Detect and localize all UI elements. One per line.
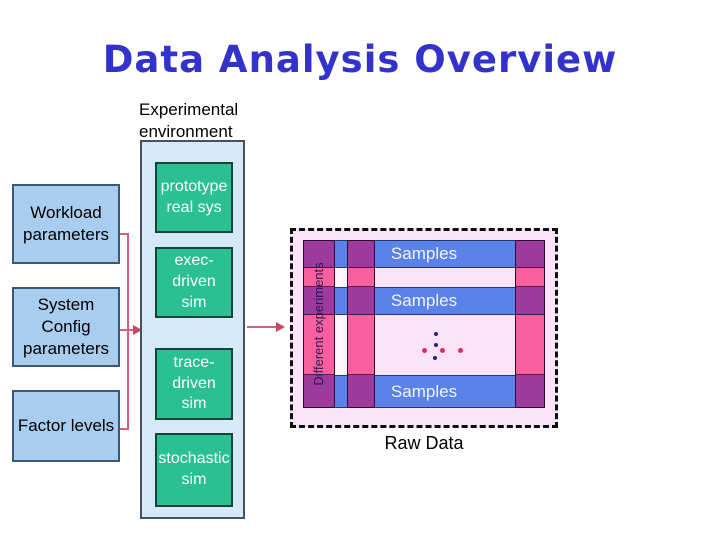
- ellipsis-dot: [434, 332, 438, 336]
- strip-segment: [348, 375, 374, 407]
- strip-segment: [348, 241, 374, 268]
- connector-vertical-bus: [127, 233, 129, 429]
- experiment-column-strip: [515, 240, 545, 408]
- connector-factor-stub: [120, 428, 129, 430]
- strip-segment: [516, 315, 544, 375]
- different-experiments-label: Different experiments: [311, 262, 326, 386]
- strip-segment: [516, 268, 544, 287]
- strip-segment: [516, 241, 544, 268]
- gap-cell: [335, 268, 347, 287]
- ellipsis-dot: [458, 348, 463, 353]
- connector-workload-stub: [120, 233, 129, 235]
- exec-driven-sim-label: exec-driven sim: [172, 252, 216, 311]
- samples-row-label: Samples: [390, 244, 458, 263]
- experiment-column-strip: [303, 240, 335, 408]
- strip-segment: [304, 287, 334, 315]
- system-config-parameters-box: System Config parameters: [12, 287, 120, 367]
- arrow-right-icon: [276, 322, 285, 332]
- connector-to-raw-data: [247, 326, 277, 328]
- exec-driven-sim-box: exec-driven sim: [155, 247, 233, 318]
- strip-segment: [304, 375, 334, 407]
- slide-title: Data Analysis Overview: [102, 38, 618, 81]
- ellipsis-dot: [434, 343, 438, 347]
- connector-into-environment: [120, 329, 134, 331]
- strip-segment: [348, 287, 374, 315]
- raw-data-table: Samples Samples Samples: [303, 240, 545, 408]
- stochastic-sim-label: stochastic sim: [158, 450, 230, 488]
- system-config-parameters-label: System Config parameters: [23, 295, 109, 358]
- factor-levels-box: Factor levels: [12, 390, 120, 462]
- strip-segment: [348, 315, 374, 375]
- strip-segment: [304, 268, 334, 287]
- strip-segment: [516, 287, 544, 315]
- samples-row-label: Samples: [390, 381, 458, 401]
- strip-segment: [348, 268, 374, 287]
- experiment-column-strip: [347, 240, 375, 408]
- samples-row: Samples: [303, 375, 545, 408]
- workload-parameters-box: Workload parameters: [12, 184, 120, 264]
- workload-parameters-label: Workload parameters: [23, 203, 109, 244]
- ellipsis-dot: [422, 348, 427, 353]
- strip-segment: [516, 375, 544, 407]
- trace-driven-sim-box: trace-driven sim: [155, 348, 233, 420]
- strip-segment: [304, 241, 334, 268]
- stochastic-sim-box: stochastic sim: [155, 433, 233, 507]
- experimental-environment-label: Experimental environment: [139, 100, 239, 142]
- factor-levels-label: Factor levels: [17, 416, 115, 436]
- trace-driven-sim-label: trace-driven sim: [172, 353, 216, 413]
- strip-segment: [304, 315, 334, 375]
- samples-row: Samples: [303, 240, 545, 268]
- prototype-real-sys-box: prototype real sys: [155, 162, 233, 233]
- ellipsis-dot: [440, 348, 445, 353]
- prototype-real-sys-label: prototype real sys: [160, 177, 228, 216]
- ellipsis-dot: [433, 356, 437, 360]
- raw-data-caption: Raw Data: [384, 433, 464, 453]
- arrow-right-icon: [133, 325, 142, 335]
- gap-cell: [335, 315, 347, 375]
- samples-row-label: Samples: [390, 291, 458, 310]
- samples-row: Samples: [303, 287, 545, 315]
